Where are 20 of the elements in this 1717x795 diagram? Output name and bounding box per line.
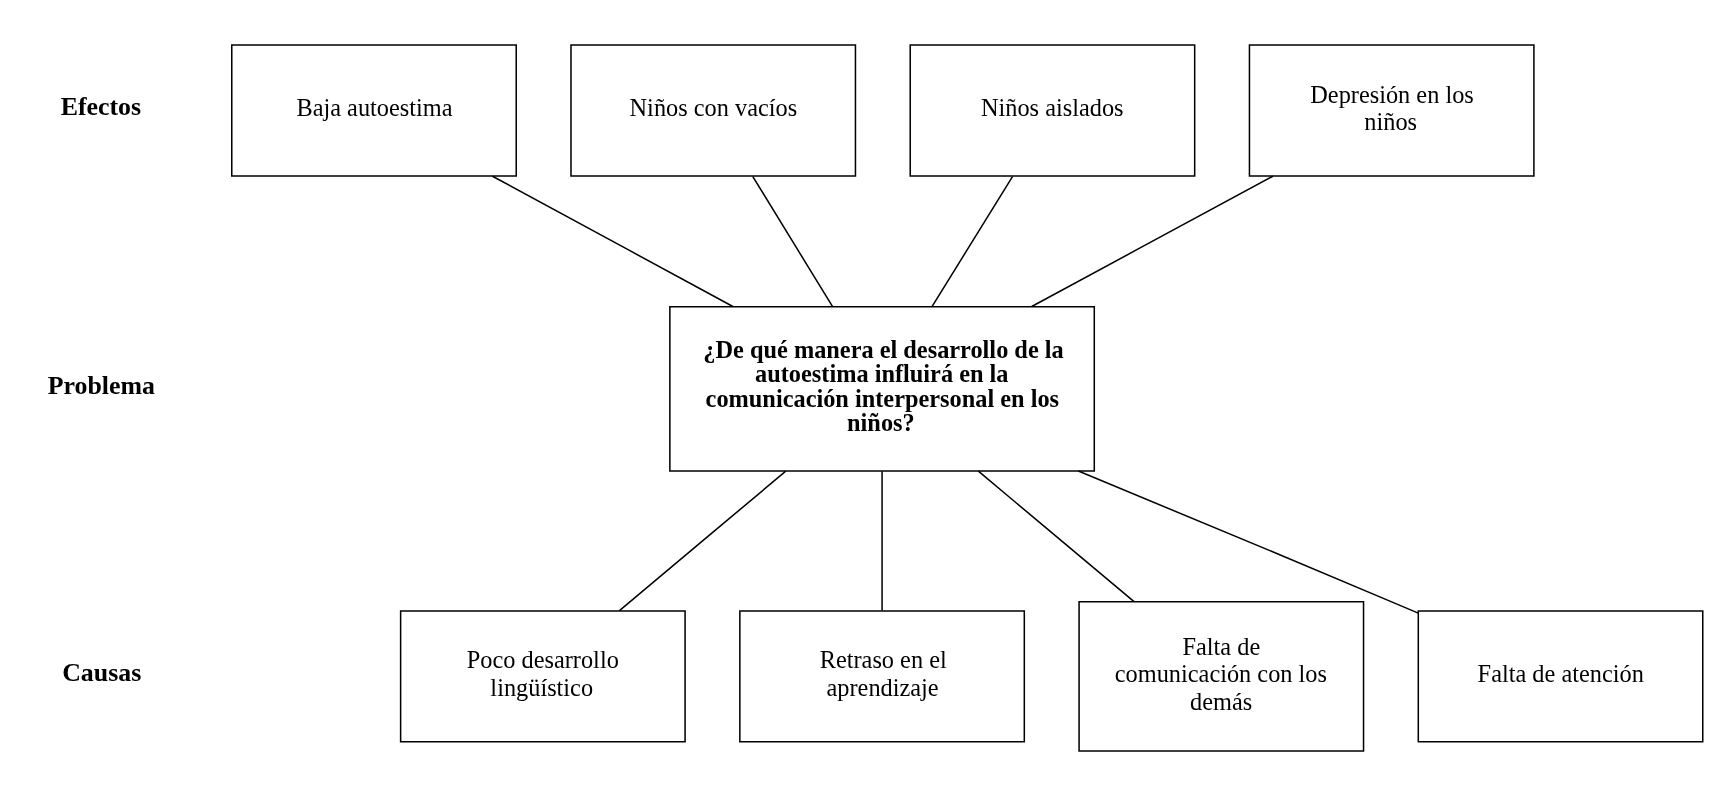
connector bbox=[752, 175, 834, 307]
connector bbox=[1030, 174, 1274, 307]
node-box: Falta de atención bbox=[1417, 609, 1704, 743]
node-box: ¿De qué manera el desarrollo de la autoestima influirá en la comunicación interpersonal en los niños? bbox=[669, 305, 1096, 472]
connector bbox=[491, 174, 734, 307]
node-box: Poco desarrollo lingüístico bbox=[399, 609, 686, 743]
connector bbox=[931, 175, 1014, 307]
node-box: Falta de comunicación con los demás bbox=[1078, 600, 1365, 752]
node-box: Depresión en los niños bbox=[1248, 43, 1535, 177]
node-box: Niños con vacíos bbox=[570, 43, 857, 177]
connector bbox=[618, 469, 787, 611]
connector bbox=[881, 469, 883, 611]
label: Efectos bbox=[60, 91, 142, 121]
node-box: Niños aislados bbox=[909, 43, 1196, 177]
label: Causas bbox=[62, 657, 142, 687]
connector bbox=[1077, 469, 1420, 614]
connector bbox=[977, 469, 1135, 602]
node-box: Baja autoestima bbox=[231, 43, 517, 177]
node-box: Retraso en el aprendizaje bbox=[739, 609, 1026, 743]
label: Problema bbox=[47, 370, 155, 400]
